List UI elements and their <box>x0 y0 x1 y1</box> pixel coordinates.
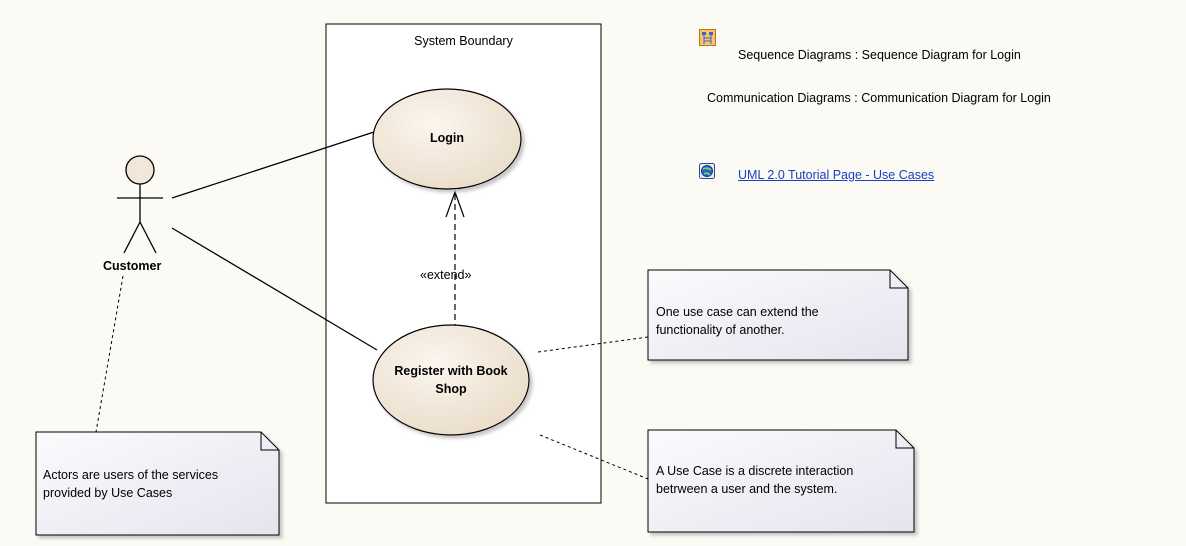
actor-name: Customer <box>103 259 162 273</box>
note-use-case[interactable] <box>647 429 915 533</box>
note-extend-line2: functionality of another. <box>656 323 785 337</box>
actor-customer[interactable] <box>117 155 163 254</box>
note-actors-line1: Actors are users of the services <box>43 468 219 482</box>
extend-label: «extend» <box>420 268 472 282</box>
use-case-register[interactable] <box>372 324 530 436</box>
use-case-login-label: Login <box>429 131 464 145</box>
web-link-globe-icon[interactable] <box>699 163 715 179</box>
association-customer-register[interactable] <box>171 227 378 351</box>
uml-tutorial-link[interactable]: UML 2.0 Tutorial Page - Use Cases <box>738 168 935 182</box>
communication-diagram-reference[interactable]: Communication Diagrams : Communication D… <box>707 91 1051 105</box>
system-boundary-title: System Boundary <box>414 34 513 48</box>
note-link-extend <box>537 336 649 353</box>
note-use-case-line1: A Use Case is a discrete interaction <box>656 464 854 478</box>
association-customer-login[interactable] <box>171 130 378 199</box>
sequence-diagram-icon[interactable] <box>699 29 716 46</box>
note-actors[interactable] <box>35 431 280 536</box>
note-link-usecase <box>539 434 649 480</box>
note-link-actors <box>95 275 124 433</box>
sequence-diagram-reference[interactable]: Sequence Diagrams : Sequence Diagram for… <box>738 48 1021 62</box>
note-extend[interactable] <box>647 269 909 361</box>
use-case-register-label-line2: Shop <box>435 382 467 396</box>
note-use-case-line2: betrween a user and the system. <box>656 482 838 496</box>
use-case-login[interactable] <box>372 88 522 190</box>
extend-arrowhead <box>445 190 465 218</box>
use-case-register-label-line1: Register with Book <box>394 364 508 378</box>
note-extend-line1: One use case can extend the <box>656 305 819 319</box>
note-actors-line2: provided by Use Cases <box>43 486 173 500</box>
